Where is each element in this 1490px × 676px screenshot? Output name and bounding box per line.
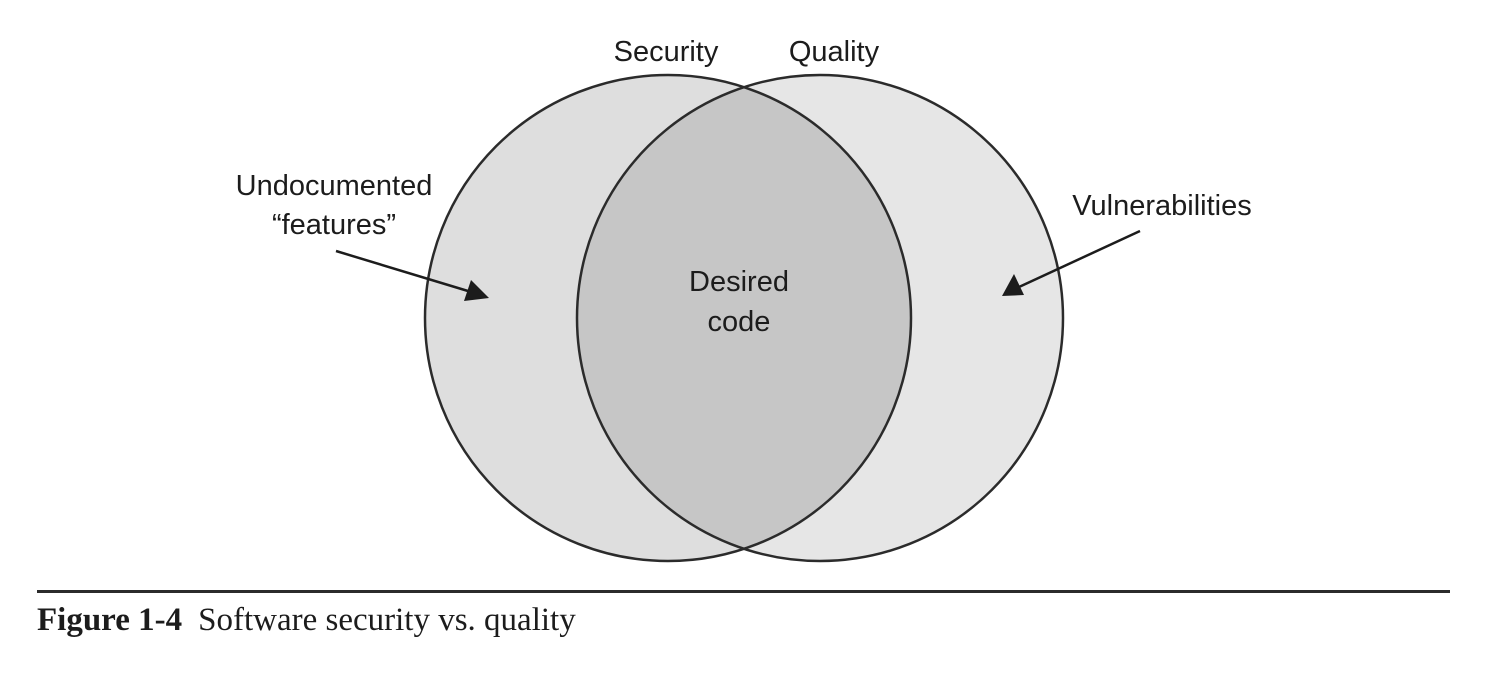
undocumented-features-label-line2: “features” — [272, 209, 396, 241]
figure-caption-text: Software security vs. quality — [198, 602, 576, 638]
desired-code-label-line1: Desired — [689, 266, 789, 298]
intersection-region — [577, 75, 911, 561]
venn-diagram: Security Quality Undocumented “features”… — [236, 36, 1252, 563]
vulnerabilities-label: Vulnerabilities — [1072, 190, 1251, 222]
caption-divider — [37, 590, 1450, 593]
vulnerabilities-arrow — [1002, 229, 1141, 296]
quality-circle-outline — [575, 73, 1065, 563]
figure-number: Figure 1-4 — [37, 602, 183, 638]
undocumented-features-arrow — [335, 249, 489, 301]
undocumented-features-label-line1: Undocumented — [236, 170, 433, 202]
desired-code-label-line2: code — [708, 306, 771, 338]
security-label: Security — [614, 36, 719, 68]
security-circle-outline — [423, 73, 913, 563]
figure-caption: Figure 1-4 Software security vs. quality — [37, 602, 576, 639]
quality-label: Quality — [789, 36, 880, 68]
